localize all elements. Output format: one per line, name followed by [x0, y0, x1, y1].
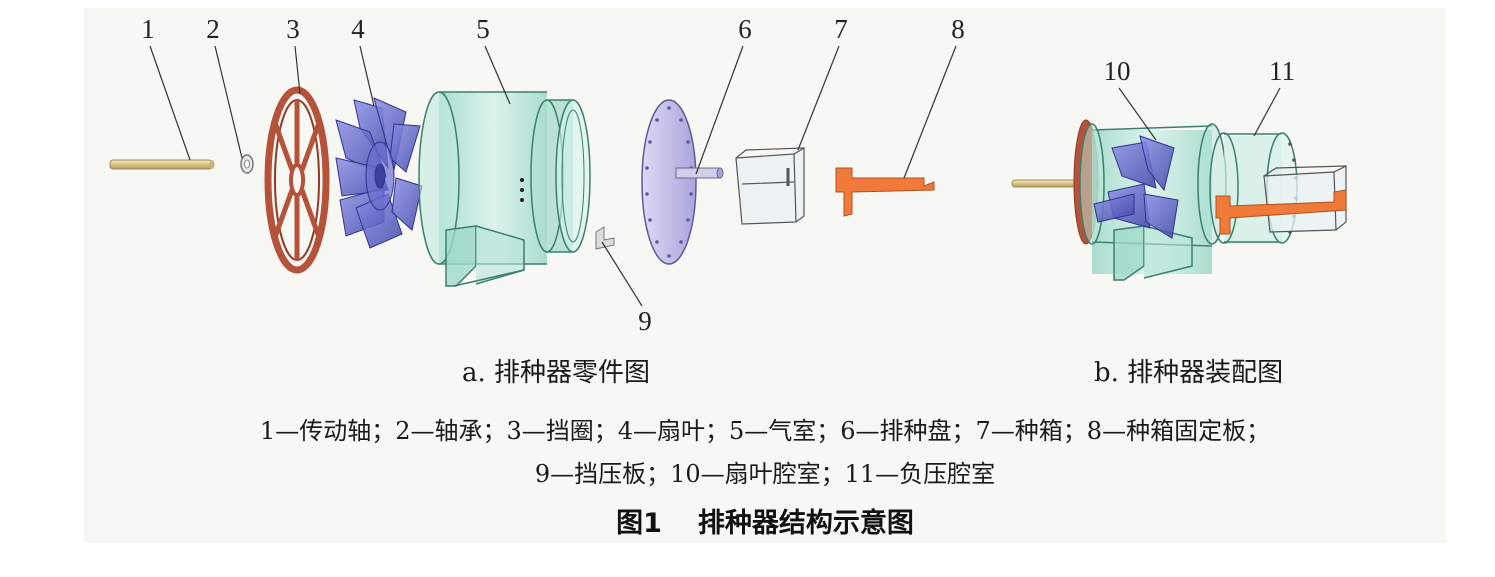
pressure-plate: [595, 226, 615, 250]
figure-number: 图1: [616, 508, 662, 539]
seed-box: [735, 146, 805, 225]
seed-metering-disc: [641, 99, 724, 265]
fan-blades: [335, 97, 423, 249]
air-chamber: [418, 91, 591, 287]
legend-line-2: 9—挡压板；10—扇叶腔室；11—负压腔室: [534, 460, 996, 488]
part-label-7: 7: [834, 14, 848, 44]
seed-box-fixing-plate: [835, 167, 935, 217]
retaining-ring: [264, 86, 330, 274]
figure-panel: 1 2 3 4 5 6 7 8 9 10 11 a. 排种器零件图 b. 排种器…: [84, 8, 1446, 543]
part-label-10: 10: [1104, 56, 1131, 86]
assembly-view: [1011, 119, 1347, 281]
part-label-6: 6: [738, 14, 752, 44]
part-label-2: 2: [206, 14, 220, 44]
legend-line-1: 1—传动轴；2—轴承；3—挡圈；4—扇叶；5—气室；6—排种盘；7—种箱；8—种…: [259, 417, 1271, 445]
part-label-9: 9: [638, 306, 652, 336]
drive-shaft: [109, 159, 215, 170]
caption-b: b. 排种器装配图: [1094, 358, 1284, 388]
part-label-3: 3: [286, 14, 300, 44]
figure-title: 排种器结构示意图: [697, 508, 914, 539]
figure-title-row: 图1 排种器结构示意图: [84, 501, 1446, 540]
part-label-8: 8: [951, 14, 965, 44]
leader-lines: [149, 45, 1281, 307]
part-label-5: 5: [476, 14, 490, 44]
part-numbers: 1 2 3 4 5 6 7 8 9 10 11: [141, 14, 1295, 336]
exploded-diagram-svg: 1 2 3 4 5 6 7 8 9 10 11: [109, 14, 1347, 336]
part-label-4: 4: [351, 14, 365, 44]
part-label-11: 11: [1269, 56, 1295, 86]
part-label-1: 1: [141, 14, 155, 44]
caption-a: a. 排种器零件图: [462, 358, 651, 388]
bearing: [240, 154, 254, 174]
